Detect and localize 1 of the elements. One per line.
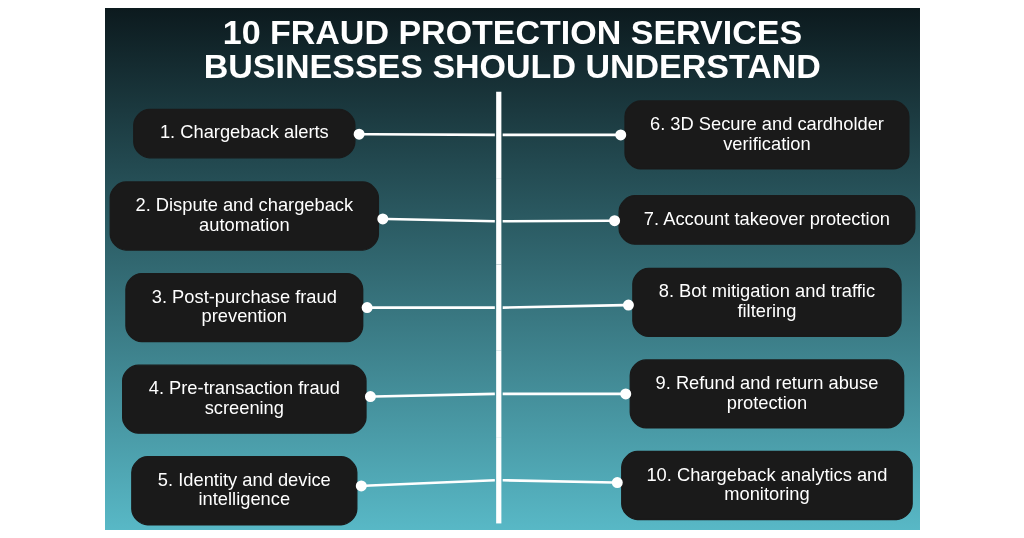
diagram-title: 10 FRAUD PROTECTION SERVICES BUSINESSES SHOULD UNDERSTAND xyxy=(203,13,821,86)
